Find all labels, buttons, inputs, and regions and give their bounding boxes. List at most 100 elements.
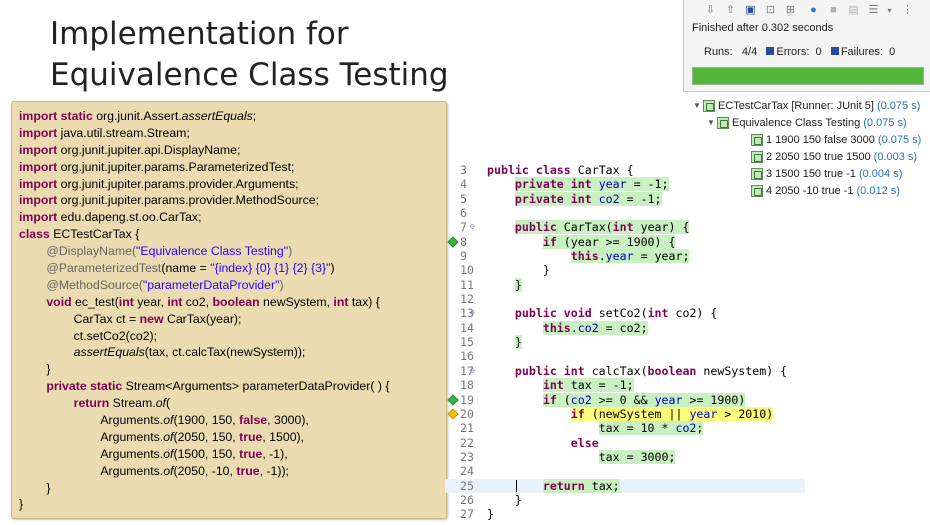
editor-line[interactable]: 26 }: [445, 493, 805, 507]
code-token: , -1),: [262, 446, 288, 461]
code-token: int: [118, 294, 138, 309]
editor-line[interactable]: 10 }: [445, 263, 805, 277]
code-token: import: [19, 125, 61, 140]
history-icon[interactable]: ●: [810, 4, 817, 16]
code-token: (tax, ct.calcTax(newSystem));: [144, 345, 306, 360]
tree-label: 4 2050 -10 true -1 (0.012 s): [766, 183, 900, 199]
test-code-line: assertEquals(tax, ct.calcTax(newSystem))…: [19, 344, 446, 361]
code-token: = co2;: [598, 320, 648, 335]
editor-line[interactable]: 14 this.co2 = co2;: [445, 320, 805, 335]
code-token: Stream<Arguments> parameterDataProvider(…: [125, 379, 390, 394]
arrow-up-icon[interactable]: ⇧: [725, 4, 736, 16]
tree-time: (0.004 s): [858, 168, 903, 180]
test-pass-icon: [751, 185, 763, 197]
editor-line[interactable]: 15 }: [445, 335, 805, 350]
code-token: co2: [570, 392, 592, 407]
editor-line[interactable]: 19 if (co2 >= 0 && year >= 1900): [445, 392, 805, 407]
expand-icon[interactable]: ▼: [707, 118, 715, 127]
code-token: newSystem) {: [703, 363, 788, 378]
test-code-line: void ec_test(int year, int co2, boolean …: [19, 294, 446, 311]
editor-line[interactable]: 22 else: [445, 436, 805, 450]
editor-line[interactable]: 9 this.year = year;: [445, 249, 805, 264]
code-token: co2: [675, 421, 697, 436]
code-token: co2: [577, 320, 599, 335]
code-token: year: [605, 249, 634, 264]
code-token: tax;: [591, 478, 620, 493]
code-token: year: [689, 406, 718, 421]
editor-line[interactable]: 8 if (year >= 1900) {: [445, 234, 805, 249]
arrow-down-icon[interactable]: ⇩: [705, 4, 716, 16]
code-token: year) {: [640, 220, 690, 235]
test-pass-icon: [703, 100, 715, 112]
line-number: 9: [460, 249, 467, 264]
code-token: "{index} {0} {1} {2} {3}": [210, 261, 331, 276]
code-token: year,: [137, 294, 168, 309]
rerun-failed-icon[interactable]: ⊡: [765, 4, 776, 16]
error-icon: [766, 47, 775, 55]
progress-bar: [692, 67, 924, 85]
test-tree[interactable]: ▼ECTestCarTax [Runner: JUnit 5] (0.075 s…: [693, 98, 930, 198]
code-token: [487, 220, 515, 234]
code-token: }: [19, 497, 24, 512]
code-token: int: [542, 378, 571, 393]
code-token: this: [570, 249, 599, 264]
editor-line[interactable]: 20 if (newSystem || year > 2010): [445, 406, 805, 421]
tree-label-meta: [Runner: JUnit 5]: [788, 100, 877, 112]
code-token: CarTax(: [563, 220, 613, 235]
view-menu-icon[interactable]: ☰: [868, 4, 879, 16]
errors-label: Errors:: [776, 46, 810, 58]
stop-icon[interactable]: ■: [830, 4, 837, 16]
code-token: >= 0 &&: [591, 392, 655, 407]
editor-line[interactable]: 11 }: [445, 277, 805, 292]
branch-covered-icon[interactable]: [447, 393, 459, 406]
editor-line[interactable]: 12: [445, 292, 805, 306]
code-token: public void: [514, 306, 599, 321]
code-token: .: [598, 249, 606, 264]
code-token: [19, 244, 46, 258]
slide-title: Implementation for Equivalence Class Tes…: [50, 14, 449, 96]
editor-line[interactable]: 5 private int co2 = -1;: [445, 191, 805, 206]
line-number: 14: [460, 320, 474, 335]
code-token: import: [19, 142, 61, 157]
failure-icon: [830, 47, 839, 55]
test-code-line: import edu.dapeng.st.oo.CarTax;: [19, 209, 446, 226]
editor-line[interactable]: 27}: [445, 507, 805, 521]
code-token: (newSystem ||: [591, 406, 690, 421]
code-token: }: [19, 362, 51, 377]
branch-covered-icon[interactable]: [447, 236, 459, 248]
editor-line[interactable]: 17⊖ public int calcTax(boolean newSystem…: [445, 364, 805, 378]
test-code-line: @DisplayName("Equivalence Class Testing"…: [19, 243, 446, 260]
dropdown-icon[interactable]: ▾: [887, 6, 892, 15]
code-token: class: [19, 227, 54, 242]
fold-icon[interactable]: ⊖: [470, 365, 475, 375]
editor-line[interactable]: 25 return tax;: [445, 478, 805, 493]
editor-code: }: [487, 507, 805, 521]
editor-line[interactable]: 7⊖ public CarTax(int year) {: [445, 220, 805, 235]
more-icon[interactable]: ⋮: [902, 4, 913, 16]
fold-icon[interactable]: ⊖: [470, 222, 475, 232]
layout-icon[interactable]: ▤: [848, 4, 859, 16]
editor-line[interactable]: 21 tax = 10 * co2;: [445, 421, 805, 436]
editor-line[interactable]: 18 int tax = -1;: [445, 378, 805, 393]
lock-icon[interactable]: ⊞: [785, 4, 796, 16]
expand-icon[interactable]: ▼: [693, 101, 701, 110]
code-token: org.junit.jupiter.params.provider.Method…: [60, 193, 320, 208]
editor-line[interactable]: 6: [445, 206, 805, 220]
code-token: [19, 295, 46, 309]
fold-icon[interactable]: ⊖: [470, 308, 475, 318]
branch-partial-icon[interactable]: [447, 408, 459, 420]
text-caret: [516, 479, 517, 492]
editor-line[interactable]: 24: [445, 464, 805, 478]
code-token: (1500, 150,: [173, 446, 240, 461]
test-code-line: import org.junit.jupiter.params.Paramete…: [19, 159, 446, 176]
code-token: [19, 345, 74, 359]
editor-line[interactable]: 16: [445, 349, 805, 363]
code-token: of: [163, 413, 174, 428]
editor-line[interactable]: 13⊖ public void setCo2(int co2) {: [445, 306, 805, 320]
editor-line[interactable]: 4 private int year = -1;: [445, 177, 805, 192]
editor-line[interactable]: 23 tax = 3000;: [445, 449, 805, 464]
tree-label-text: ECTestCarTax: [718, 100, 789, 112]
rerun-icon[interactable]: ▣: [745, 4, 756, 16]
